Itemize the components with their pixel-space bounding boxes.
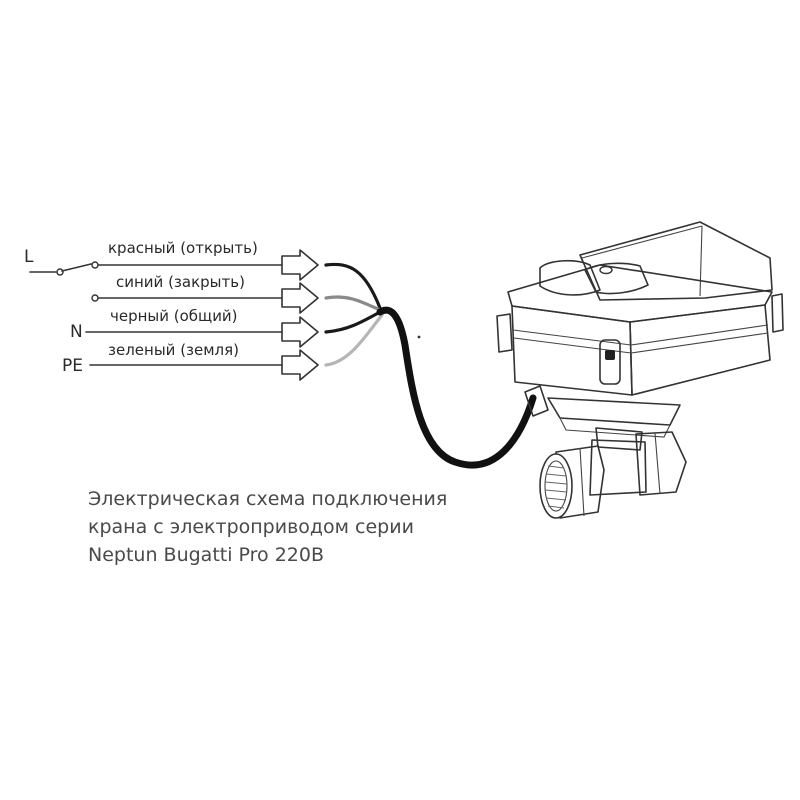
wire-row-green: зеленый (земля) [89,341,319,381]
mount-bracket [547,397,681,426]
wire-label-green: зеленый (земля) [108,341,239,359]
main-cable [376,306,537,469]
caption-line-3: Neptun Bugatti Pro 220В [88,544,324,566]
dot-mark [417,335,421,339]
valve-body [589,439,647,496]
wire-row-black: черный (общий) [85,307,319,348]
caption-line-2: крана с электроприводом серии [88,516,414,538]
arrow-connector [281,316,319,348]
mount-tab-right [771,293,784,333]
arrow-connector [281,349,319,381]
wire-label-blue: синий (закрыть) [116,273,245,291]
mount-tab-left [496,313,513,353]
indicator-window [599,339,621,385]
actuator-top-block [579,221,773,301]
arrow-connector [281,282,319,314]
actuator [496,221,784,438]
terminal-pe-label: PE [62,356,83,376]
valve-right-nut [635,431,687,496]
manual-lever [539,259,601,296]
wire-row-red: красный (открыть) [97,239,319,281]
ball-valve [539,427,687,519]
wire-row-blue: синий (закрыть) [91,273,319,314]
terminal-l-label: L [24,247,34,267]
cable-gland [524,385,549,417]
cable-wires [324,262,384,367]
actuator-top-face [507,264,773,323]
wire-label-red: красный (открыть) [108,239,258,257]
caption-line-1: Электрическая схема подключения [88,488,447,510]
wire-label-black: черный (общий) [110,307,238,325]
actuator-side-face [629,304,771,396]
indicator-light [605,350,615,360]
arrow-connector [281,249,319,281]
caption: Электрическая схема подключения крана с … [88,488,447,566]
switch-l [29,261,99,276]
terminal-n-label: N [70,322,83,342]
